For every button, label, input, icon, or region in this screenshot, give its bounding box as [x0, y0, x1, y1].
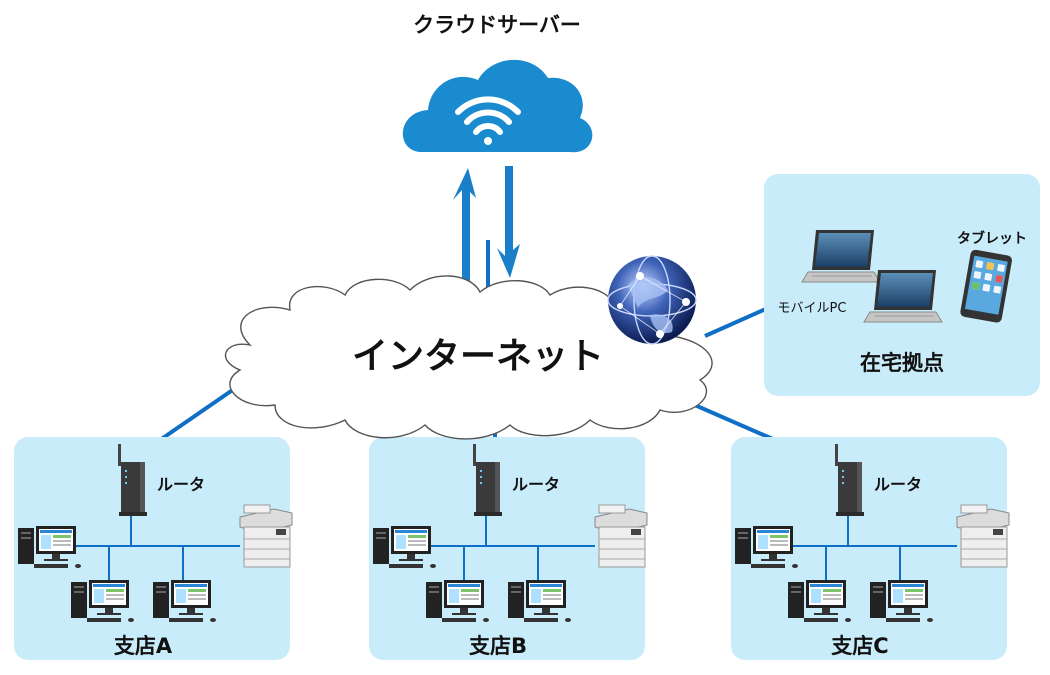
- lan-lines: [793, 516, 957, 580]
- branch-b-label: 支店B: [469, 634, 527, 658]
- remote-title: 在宅拠点: [860, 351, 944, 375]
- branch-b: ルータ 支店B: [373, 444, 648, 658]
- tablet-icon: [960, 249, 1012, 323]
- branch-c-label: 支店C: [831, 634, 888, 658]
- branch-a-label: 支店A: [114, 634, 173, 658]
- upload-arrow-icon: [453, 168, 476, 282]
- remote-site: 在宅拠点 モバイルPC タブレット: [778, 229, 1027, 375]
- link-remote: [704, 306, 769, 338]
- cloud-server-title: クラウドサーバー: [413, 13, 581, 37]
- wifi-icon: [455, 96, 521, 145]
- mobile-pc-label: モバイルPC: [778, 301, 847, 316]
- download-arrow-icon: [497, 166, 520, 278]
- lan-lines: [76, 516, 240, 580]
- router-label: ルータ: [157, 475, 205, 494]
- branch-c: ルータ 支店C: [735, 444, 1010, 658]
- internet-label: インターネット: [352, 335, 604, 377]
- router-label: ルータ: [512, 475, 560, 494]
- branch-a: ルータ 支店A: [18, 444, 293, 658]
- cloud-server-shape: [402, 59, 593, 153]
- lan-lines: [431, 516, 595, 580]
- tablet-label: タブレット: [957, 230, 1027, 247]
- globe-icon: [607, 255, 697, 345]
- router-label: ルータ: [874, 475, 922, 494]
- internet-cloud: インターネット: [224, 255, 713, 440]
- cloud-server: クラウドサーバー: [402, 13, 593, 282]
